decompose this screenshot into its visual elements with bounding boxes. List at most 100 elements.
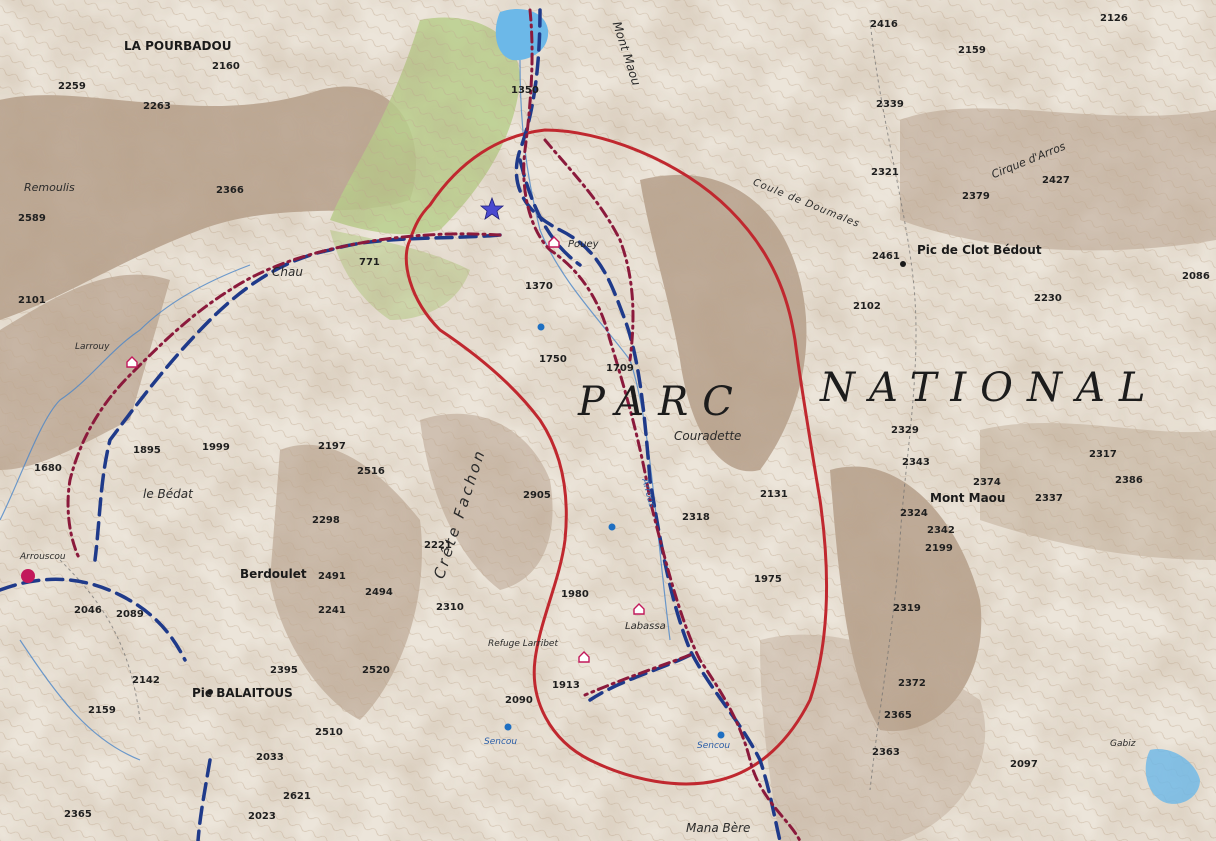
place-berdoulet: Berdoulet (240, 567, 307, 581)
spot-height: 1350 (511, 85, 539, 96)
spot-height: 2230 (1034, 293, 1062, 304)
spot-height: 2374 (973, 477, 1001, 488)
spot-height: 2318 (682, 512, 710, 523)
star-icon (479, 196, 505, 220)
spring-dot-icon (504, 723, 512, 731)
spot-height: 2241 (318, 605, 346, 616)
lake-east (1145, 749, 1200, 804)
minor-paths (59, 19, 917, 791)
spot-height: 2263 (143, 101, 171, 112)
spot-height: 2310 (436, 602, 464, 613)
spot-height: 2086 (1182, 271, 1210, 282)
place-chau: Chau (272, 265, 303, 279)
spot-height: 2324 (900, 508, 928, 519)
spring-dots (504, 323, 725, 739)
place-refuge-larribet: Refuge Larribet (488, 639, 558, 649)
summit-markers (207, 261, 906, 695)
spot-height: 1980 (561, 589, 589, 600)
place-larrouy: Larrouy (75, 342, 110, 352)
spot-height: 1750 (539, 354, 567, 365)
spot-height: 2142 (132, 675, 160, 686)
spot-height: 2199 (925, 543, 953, 554)
spot-height: 2033 (256, 752, 284, 763)
spot-height: 2321 (871, 167, 899, 178)
spot-height: 2339 (876, 99, 904, 110)
place-pic-clot-bedout: Pic de Clot Bédout (917, 243, 1042, 257)
spot-height: 2343 (902, 457, 930, 468)
spot-height: 2089 (116, 609, 144, 620)
spot-height: 2491 (318, 571, 346, 582)
spot-height: 1370 (525, 281, 553, 292)
spot-height: 2386 (1115, 475, 1143, 486)
place-la-pourbadou: LA POURBADOU (124, 39, 232, 53)
refuge-hut-icon (126, 356, 138, 368)
refuge-hut-icon (578, 651, 590, 663)
summit-marker-icon (900, 261, 906, 267)
spot-height: 2298 (312, 515, 340, 526)
spring-dot-icon (717, 731, 725, 739)
spot-height: 1895 (133, 445, 161, 456)
spot-height: 2342 (927, 525, 955, 536)
refuge-hut-icon (633, 603, 645, 615)
spot-height: 2097 (1010, 759, 1038, 770)
place-mont-maou: Mont Maou (930, 491, 1006, 505)
spot-height: 2197 (318, 441, 346, 452)
spot-height: 2160 (212, 61, 240, 72)
spot-height: 2090 (505, 695, 533, 706)
place-sencou-2: Sencou (697, 741, 731, 751)
park-label-parc: PARC (578, 379, 747, 425)
spot-height: 2259 (58, 81, 86, 92)
spot-height: 2416 (870, 19, 898, 30)
spot-height: 2516 (357, 466, 385, 477)
spot-height: 771 (359, 257, 380, 268)
spot-height: 2023 (248, 811, 276, 822)
spot-height: 1999 (202, 442, 230, 453)
place-pouey: Pouey (568, 239, 599, 250)
spot-height: 2319 (893, 603, 921, 614)
spot-height: 2372 (898, 678, 926, 689)
spot-height: 2101 (18, 295, 46, 306)
spot-height: 2427 (1042, 175, 1070, 186)
spot-height: 2317 (1089, 449, 1117, 460)
lakes (495, 9, 1200, 804)
spot-height: 1709 (606, 363, 634, 374)
lake-north (495, 9, 549, 61)
spot-height: 2520 (362, 665, 390, 676)
place-balaitous: Pic BALAITOUS (192, 686, 293, 700)
spot-height: 1680 (34, 463, 62, 474)
place-remoulis: Remoulis (24, 181, 75, 194)
spot-height: 1975 (754, 574, 782, 585)
hiking-route (66, 8, 802, 841)
park-boundary-outline (404, 128, 829, 786)
spot-height: 2621 (283, 791, 311, 802)
spot-height: 2363 (872, 747, 900, 758)
place-labasse: Labassa (625, 621, 666, 632)
place-sencou-1: Sencou (484, 737, 518, 747)
place-couradette: Couradette (674, 429, 742, 443)
park-label-national: NATIONAL (820, 365, 1160, 411)
spot-height: 2395 (270, 665, 298, 676)
spot-height: 2379 (962, 191, 990, 202)
spot-height: 1913 (552, 680, 580, 691)
spot-height: 2510 (315, 727, 343, 738)
place-mama-bere: Mana Bère (686, 821, 751, 835)
place-bedat: le Bédat (143, 487, 193, 501)
spot-height: 2366 (216, 185, 244, 196)
summit-marker-icon (207, 689, 213, 695)
spring-dot-icon (608, 523, 616, 531)
refuge-hut-icon (548, 236, 560, 248)
spot-height: 2337 (1035, 493, 1063, 504)
refuge-marker-icon (21, 569, 35, 583)
spot-height: 2131 (760, 489, 788, 500)
spot-height: 2365 (884, 710, 912, 721)
spot-height: 2159 (88, 705, 116, 716)
spot-height: 2461 (872, 251, 900, 262)
spring-dot-icon (537, 323, 545, 331)
spot-height: 2329 (891, 425, 919, 436)
spot-height: 2126 (1100, 13, 1128, 24)
place-gabiz: Gabiz (1110, 739, 1136, 749)
spot-height: 2159 (958, 45, 986, 56)
place-arrouscou: Arrouscou (20, 552, 66, 562)
